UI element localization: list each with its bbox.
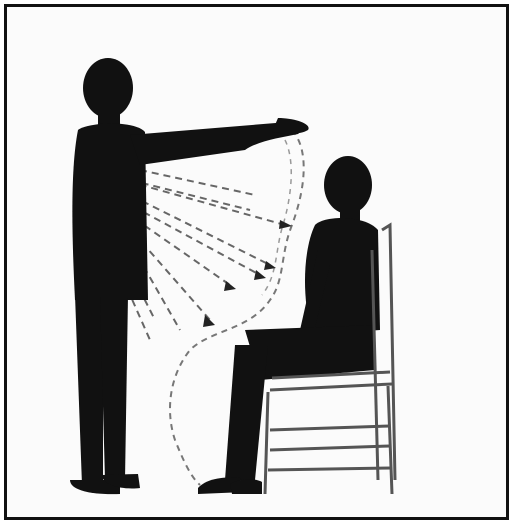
ray-tips — [203, 220, 292, 327]
seated-person-silhouette — [198, 156, 380, 494]
energy-field-outline-inner — [262, 140, 291, 295]
